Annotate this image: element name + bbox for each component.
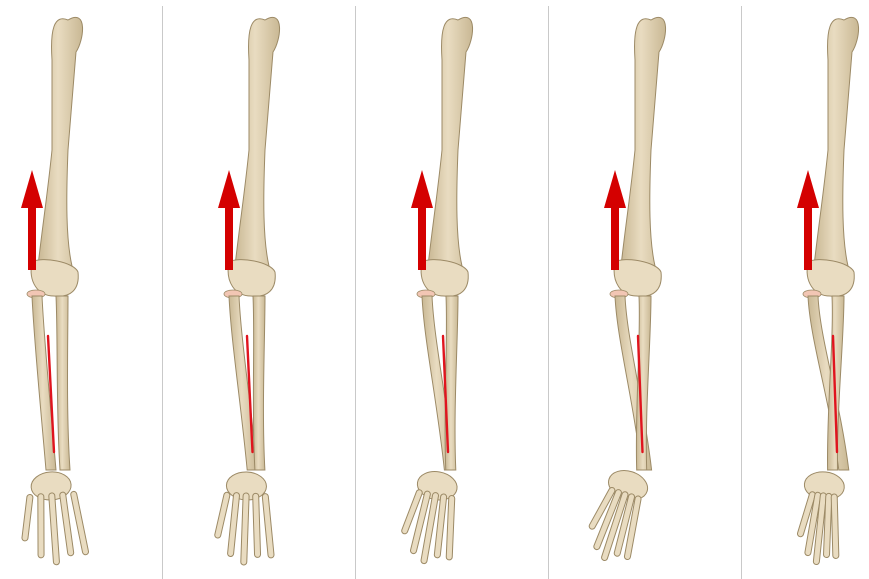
arm-panel-3 <box>400 17 472 564</box>
humerus-bone <box>38 17 83 266</box>
hand-bones <box>796 470 845 564</box>
ulna-bone <box>56 296 70 470</box>
arm-panel-4 <box>584 17 665 564</box>
arm-panel-2 <box>217 17 280 563</box>
arm-panel-1 <box>21 17 87 563</box>
humerus-bone <box>428 17 473 266</box>
humerus-bone <box>814 17 859 266</box>
ulna-bone <box>636 296 651 470</box>
hand-bones <box>400 468 463 565</box>
hand-bones <box>584 465 653 564</box>
arm-panel-5 <box>796 17 858 563</box>
hand-bones <box>21 470 87 564</box>
humerus-bone <box>235 17 280 266</box>
ulna-bone <box>253 296 265 470</box>
hand-bones <box>217 471 274 563</box>
humerus-bone <box>621 17 666 266</box>
